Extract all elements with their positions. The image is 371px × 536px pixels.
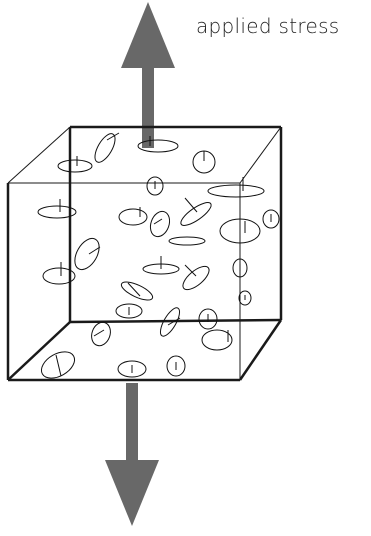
- defect-symbol: [116, 304, 142, 318]
- defect-symbols: [37, 131, 279, 384]
- defect-symbol: [119, 278, 155, 303]
- defect-symbol: [37, 346, 79, 383]
- defect-symbol: [70, 234, 104, 273]
- defect-symbol: [118, 361, 146, 377]
- defect-symbol: [179, 262, 213, 293]
- defect-symbol: [91, 131, 119, 166]
- defect-symbol: [147, 177, 163, 195]
- defect-symbol: [147, 209, 173, 240]
- defect-symbol: [58, 156, 92, 172]
- applied-stress-label: applied stress: [196, 14, 340, 38]
- defect-symbol: [119, 207, 147, 225]
- defect-symbol: [202, 330, 232, 350]
- down-arrow-icon: [105, 383, 159, 526]
- defect-symbol: [143, 256, 179, 274]
- defect-symbol: [239, 291, 251, 305]
- defect-symbol: [193, 151, 215, 173]
- defect-symbol: [263, 210, 279, 228]
- defect-symbol: [167, 356, 185, 376]
- defect-symbol: [88, 320, 113, 349]
- defect-symbol: [208, 177, 264, 197]
- defect-symbol: [169, 237, 205, 245]
- defect-symbol: [178, 198, 214, 229]
- defect-symbol: [199, 309, 217, 329]
